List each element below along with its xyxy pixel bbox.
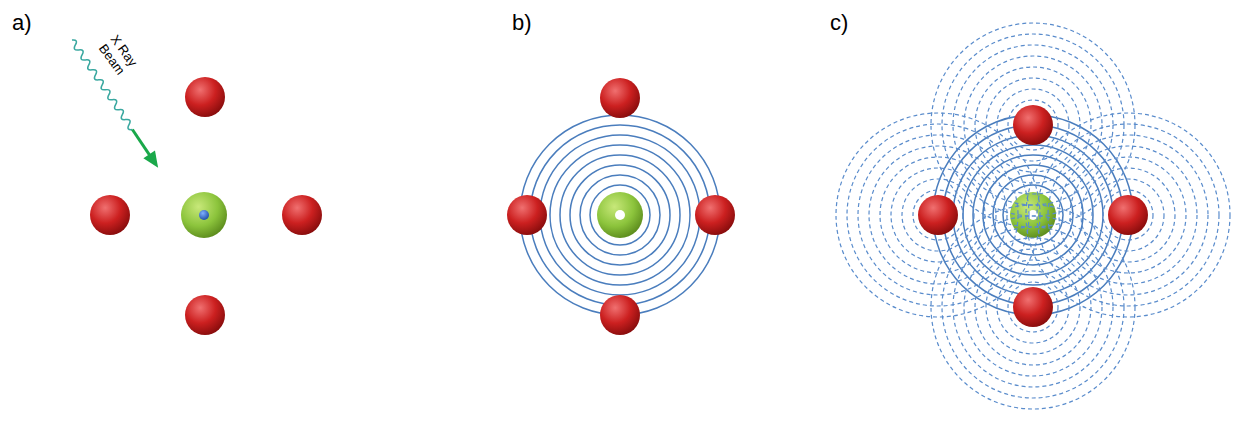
wavefronts-b xyxy=(520,115,720,315)
secondary-wavefronts xyxy=(836,23,1230,409)
atoms-a xyxy=(90,77,322,335)
panel-label: c) xyxy=(830,10,848,36)
atoms-b xyxy=(507,78,735,335)
panel-label: b) xyxy=(512,10,532,36)
beam-label: X Ray Beam xyxy=(93,28,143,81)
atoms-c xyxy=(918,105,1148,327)
panel-label: a) xyxy=(12,10,32,36)
